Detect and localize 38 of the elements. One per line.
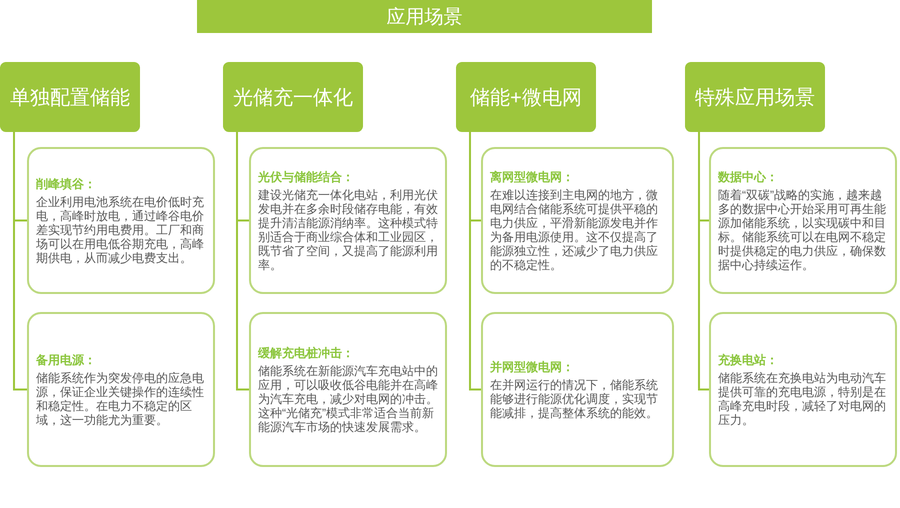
card-body-text: 企业利用电池系统在电价低时充电，高峰时放电，通过峰谷电价差实现节约用电费用。工厂和商场可以在用电低谷期充电，高峰期供电，从而减少电费支出。 — [36, 194, 205, 264]
card-heading: 数据中心： — [718, 170, 778, 184]
card-heading: 充换电站： — [718, 352, 778, 368]
info-card — [481, 312, 674, 467]
banner-title: 应用场景 — [386, 6, 462, 30]
category-header-box — [685, 62, 825, 132]
card-heading: 离网型微电网： — [490, 170, 574, 184]
card-body-text: 随着“双碳”战略的实施，越来越多的数据中心开始采用可再生能源加储能系统，以实现碳中和目标。储能系统可以在电网不稳定时提供稳定的电力供应，确保数据中心持续运作。 — [718, 188, 887, 272]
category-label: 单独配置储能 — [10, 86, 130, 110]
category-label: 特殊应用场景 — [695, 86, 815, 110]
category-header-box — [456, 62, 596, 132]
category-header-box — [0, 62, 140, 132]
info-card — [709, 147, 897, 294]
card-body-text: 储能系统作为突发停电的应急电源，保证企业关键操作的连续性和稳定性。在电力不稳定的区域，这一功能尤为重要。 — [36, 370, 205, 426]
card-body-text: 储能系统在充换电站为电动汽车提供可靠的充电电源，特别是在高峰充电时段，减轻了对电网的压力。 — [718, 370, 887, 426]
info-card — [27, 147, 215, 294]
card-heading: 并网型微电网： — [490, 360, 574, 374]
info-card — [249, 147, 447, 294]
info-card — [481, 147, 674, 294]
connector-line — [698, 132, 709, 390]
title-band — [197, 0, 652, 33]
card-body-text: 建设光储充一体化电站，利用光伏发电并在多余时段储存电能，有效提升清洁能源消纳率。这种模式特别适合于商业综合体和工业园区，既节省了空间，又提高了能源利用率。 — [258, 188, 439, 272]
card-heading: 备用电源： — [36, 352, 96, 368]
connector-line — [236, 132, 249, 390]
card-heading: 光伏与储能结合： — [258, 170, 354, 184]
category-label: 储能+微电网 — [470, 86, 582, 110]
card-heading: 削峰填谷： — [36, 176, 96, 192]
category-label: 光储充一体化 — [233, 86, 353, 110]
connector-line — [13, 132, 27, 390]
info-card — [249, 312, 447, 467]
info-card — [709, 312, 897, 467]
info-card — [27, 312, 215, 467]
card-heading: 缓解充电桩冲击： — [258, 346, 354, 360]
card-body-text: 在并网运行的情况下，储能系统能够进行能源优化调度，实现节能减排，提高整体系统的能效。 — [490, 378, 659, 420]
card-body-text: 储能系统在新能源汽车充电站中的应用，可以吸收低谷电能并在高峰为汽车充电，减少对电网的冲击。这种“光储充”模式非常适合当前新能源汽车市场的快速发展需求。 — [258, 364, 439, 434]
connector-line — [469, 132, 481, 390]
card-body-text: 在难以连接到主电网的地方，微电网结合储能系统可提供平稳的电力供应，平滑新能源发电并作为备用电源使用。这不仅提高了能源独立性，还减少了电力供应的不稳定性。 — [490, 188, 659, 272]
category-header-box — [223, 62, 363, 132]
